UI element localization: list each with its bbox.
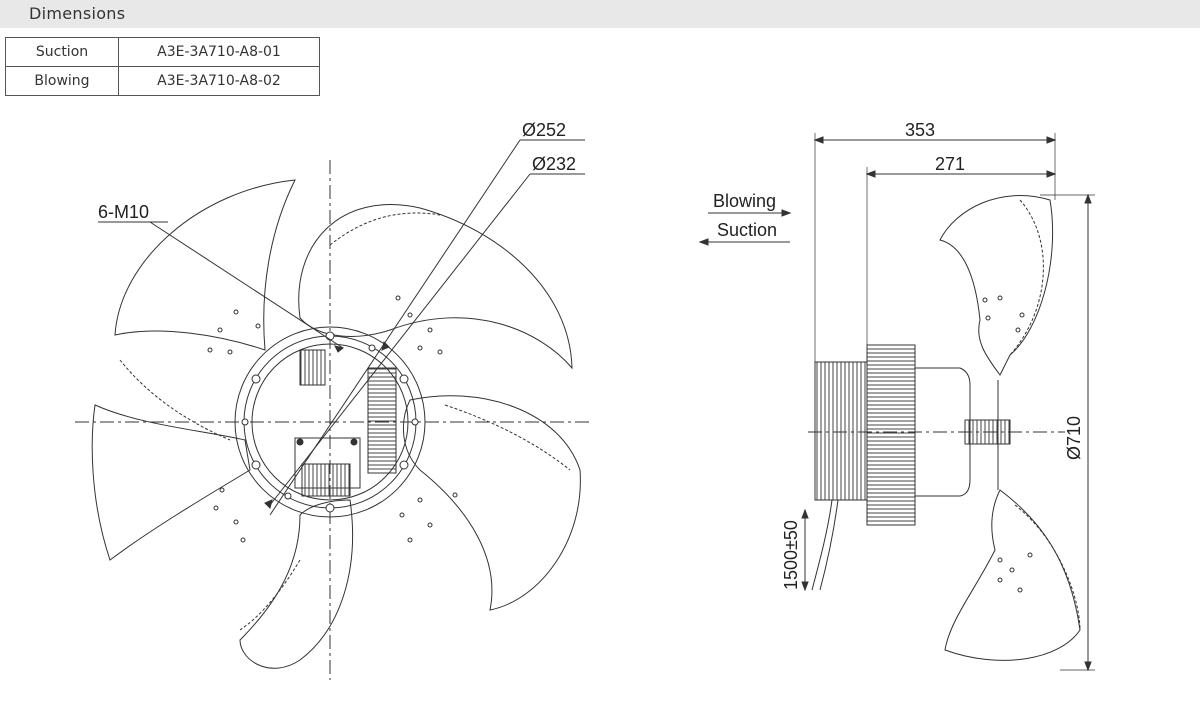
inner-dia-label: Ø232 bbox=[532, 154, 576, 174]
terminal-screw bbox=[350, 438, 358, 446]
mode-cell: Blowing bbox=[5, 66, 119, 96]
blade-balance-holes bbox=[207, 295, 458, 543]
side-blade-lower bbox=[944, 489, 1081, 661]
blade-serration bbox=[239, 559, 301, 631]
dim-353-arrows bbox=[813, 136, 1057, 144]
front-view bbox=[75, 139, 590, 680]
section-header-bar: Dimensions bbox=[0, 0, 1200, 28]
blade-left bbox=[91, 404, 251, 561]
outer-dia-label: Ø252 bbox=[522, 120, 566, 140]
thread-leader-line bbox=[149, 221, 344, 349]
side-view bbox=[698, 133, 1095, 672]
dim-710-arrows bbox=[1084, 193, 1092, 672]
dia-arrowhead bbox=[381, 341, 390, 351]
suction-arrowhead bbox=[698, 238, 709, 246]
section-title: Dimensions bbox=[29, 4, 126, 23]
cable-length-label: 1500±50 bbox=[781, 520, 801, 590]
blade-serration bbox=[119, 359, 231, 441]
blade-serration bbox=[444, 404, 571, 471]
motor-hub bbox=[251, 343, 409, 501]
dim-271-label: 271 bbox=[935, 154, 965, 174]
impeller-blades bbox=[91, 179, 581, 669]
dim-710-label: Ø710 bbox=[1064, 416, 1084, 460]
dia-arrowhead bbox=[264, 499, 273, 509]
side-blade-holes bbox=[982, 295, 1033, 593]
hub-shaft bbox=[964, 419, 1011, 445]
side-blade-upper bbox=[939, 195, 1054, 376]
table-row: Blowing A3E-3A710-A8-02 bbox=[5, 66, 320, 96]
blade-top-right bbox=[298, 204, 573, 370]
blade-serration bbox=[329, 212, 441, 246]
blade-right bbox=[402, 395, 581, 611]
cable-dim-arrows bbox=[801, 508, 809, 592]
motor-outer-ring bbox=[234, 326, 426, 518]
motor-flange-fins bbox=[866, 344, 916, 526]
airflow-blowing-label: Blowing bbox=[713, 191, 776, 211]
model-cell: A3E-3A710-A8-02 bbox=[118, 66, 320, 96]
thread-arrowhead bbox=[334, 345, 345, 353]
side-blade-lower-serration bbox=[1014, 504, 1081, 631]
blade-top-left bbox=[114, 179, 296, 351]
cooling-fins-right bbox=[367, 367, 397, 474]
motor-flange-outline bbox=[866, 344, 916, 526]
terminal-box-fins bbox=[301, 463, 351, 497]
mounting-holes bbox=[241, 331, 419, 513]
cooling-fins-top bbox=[299, 349, 326, 386]
cable bbox=[811, 499, 833, 591]
dim-353-label: 353 bbox=[905, 120, 935, 140]
cable bbox=[819, 499, 839, 591]
terminal-screw bbox=[296, 438, 304, 446]
motor-fin-body bbox=[814, 361, 868, 501]
dim-271-arrows bbox=[865, 170, 1057, 178]
model-cell: A3E-3A710-A8-01 bbox=[118, 37, 320, 67]
blowing-arrowhead bbox=[781, 209, 792, 217]
model-table: Suction A3E-3A710-A8-01 Blowing A3E-3A71… bbox=[5, 37, 320, 96]
blade-bottom bbox=[239, 499, 353, 669]
inner-dia-leader-line bbox=[269, 173, 531, 506]
side-blade-upper-serration bbox=[1009, 199, 1044, 356]
airflow-suction-label: Suction bbox=[717, 220, 777, 240]
table-row: Suction A3E-3A710-A8-01 bbox=[5, 37, 320, 67]
thread-label: 6-M10 bbox=[98, 202, 149, 222]
